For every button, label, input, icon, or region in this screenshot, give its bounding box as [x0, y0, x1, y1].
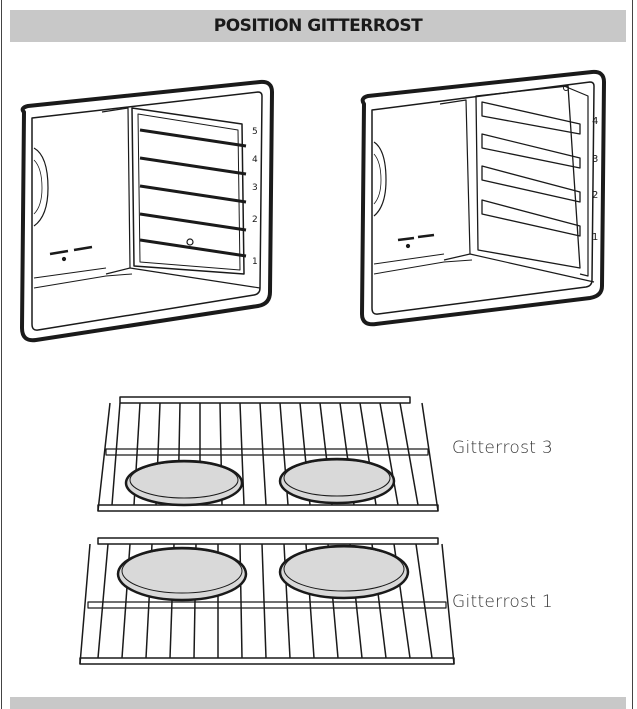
- footer-band: [10, 697, 626, 709]
- level-label: 5: [252, 127, 258, 137]
- section-title: POSITION GITTERROST: [213, 16, 423, 36]
- level-label: 4: [592, 116, 598, 127]
- level-label: 2: [592, 190, 598, 201]
- level-label: 1: [592, 232, 598, 243]
- oven-illustration-five-levels: 5 4 3 2 1: [20, 79, 274, 343]
- level-label: 3: [592, 154, 598, 165]
- rack-illustration-position-3: [97, 396, 439, 512]
- level-label: 3: [252, 183, 258, 193]
- level-label: 4: [252, 155, 258, 165]
- rack-illustration-position-1: [79, 537, 455, 665]
- oven-illustration-four-levels: 4 3 2 1: [360, 69, 606, 327]
- rack-label-position-3: Gitterrost 3: [452, 438, 554, 458]
- rack-label-position-1: Gitterrost 1: [452, 592, 554, 612]
- section-header: POSITION GITTERROST: [10, 10, 626, 42]
- level-label: 1: [252, 257, 258, 267]
- level-label: 2: [252, 215, 258, 225]
